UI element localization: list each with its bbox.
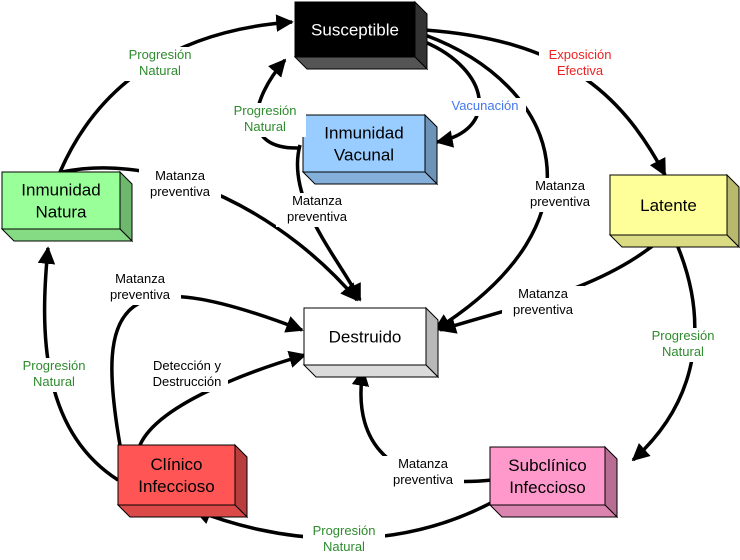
node-vaccine-face — [302, 114, 426, 173]
edge-label-bg — [139, 168, 221, 202]
edge-label-vaccination: Vacunación — [444, 98, 526, 116]
node-susceptible-label: Susceptible — [311, 21, 399, 40]
edge-label-bg — [382, 456, 464, 490]
edge-label-text: Progresión — [129, 47, 192, 62]
node-subclinical-face — [489, 446, 606, 506]
edge-natural-cull — [61, 166, 359, 302]
edge-label-bg — [146, 358, 228, 392]
node-latent-face — [609, 174, 728, 236]
edge-label-bg — [642, 328, 724, 362]
node-natural-label: Natura — [35, 203, 87, 222]
edge-label-bg — [99, 271, 181, 305]
edge-label-text: Natural — [662, 344, 704, 359]
edge-label-bg — [519, 178, 601, 212]
node-latent-bottom — [608, 234, 740, 248]
edge-labels: ProgresiónNaturalExposiciónEfectivaVacun… — [13, 47, 724, 557]
node-destroyed-face — [303, 307, 427, 366]
node-subclinical-bottom — [488, 504, 619, 518]
edge-label-text: Matanza — [155, 168, 206, 183]
node-susceptible-face — [294, 1, 416, 58]
edge-label-text: Natural — [33, 374, 75, 389]
node-destroyed-bottom — [302, 364, 440, 378]
edge-label-text: Vacunación — [452, 98, 519, 113]
node-clinical-face — [117, 444, 236, 506]
node-clinical-bottom — [116, 504, 249, 518]
edge-label-text: Efectiva — [557, 63, 604, 78]
edge-label-text: preventiva — [530, 194, 591, 209]
node-vaccine-label: Inmunidad — [324, 124, 403, 143]
edge-label-text: preventiva — [150, 184, 211, 199]
edge-label-text: Progresión — [234, 103, 297, 118]
node-susceptible-bottom — [293, 56, 429, 70]
edge-label-text: Destrucción — [153, 374, 222, 389]
edge-label-bg — [276, 193, 358, 227]
node-latent: Latente — [608, 173, 740, 249]
edge-label-bg — [444, 98, 526, 116]
node-destroyed: Destruido — [302, 306, 440, 379]
edge-label-text: Matanza — [518, 286, 569, 301]
edge-label-text: Progresión — [23, 358, 86, 373]
edge-label-text: Progresión — [652, 328, 715, 343]
node-clinical-label: Clínico — [151, 455, 203, 474]
node-natural-bottom — [0, 228, 134, 242]
node-subclinical-label: Subclínico — [508, 456, 586, 475]
node-latent-label: Latente — [640, 196, 697, 215]
edge-label-text: preventiva — [513, 302, 574, 317]
edge-vaccine-cull — [295, 144, 362, 302]
node-destroyed-label: Destruido — [329, 328, 402, 347]
edge-label-text: Exposición — [549, 47, 612, 62]
edge-label-bg — [539, 47, 621, 81]
nodes: SusceptibleInmunidadVacunalLatenteInmuni… — [0, 0, 740, 519]
node-subclinical-label: Infeccioso — [509, 478, 586, 497]
node-vaccine-bottom — [301, 171, 439, 185]
node-vaccine-label: Vacunal — [334, 146, 394, 165]
node-clinical-label: Infeccioso — [138, 477, 215, 496]
edge-label-text: Natural — [323, 539, 365, 554]
edge-natural-to-susceptible — [58, 14, 294, 173]
edge-clinical-cull — [110, 294, 304, 446]
edge-label-text: Progresión — [313, 523, 376, 538]
edge-label-bg — [224, 103, 306, 137]
edge-label-text: Matanza — [398, 456, 449, 471]
edge-label-bg — [13, 358, 95, 392]
edge-label-text: Matanza — [115, 271, 166, 286]
edge-label-text: Matanza — [292, 193, 343, 208]
edge-label-text: Natural — [244, 119, 286, 134]
edge-label-bg — [119, 47, 201, 81]
node-natural-label: Inmunidad — [21, 181, 100, 200]
edge-label-text: Detección y — [153, 358, 221, 373]
edge-label-bg — [303, 523, 385, 557]
edge-label-text: preventiva — [393, 472, 454, 487]
edge-label-text: preventiva — [110, 287, 171, 302]
edge-label-text: Matanza — [535, 178, 586, 193]
node-natural-face — [1, 171, 121, 230]
edge-label-text: Natural — [139, 63, 181, 78]
edge-label-bg — [502, 286, 584, 320]
edge-susceptible-cull — [424, 33, 549, 332]
edge-label-text: preventiva — [287, 209, 348, 224]
node-susceptible: Susceptible — [293, 0, 429, 71]
